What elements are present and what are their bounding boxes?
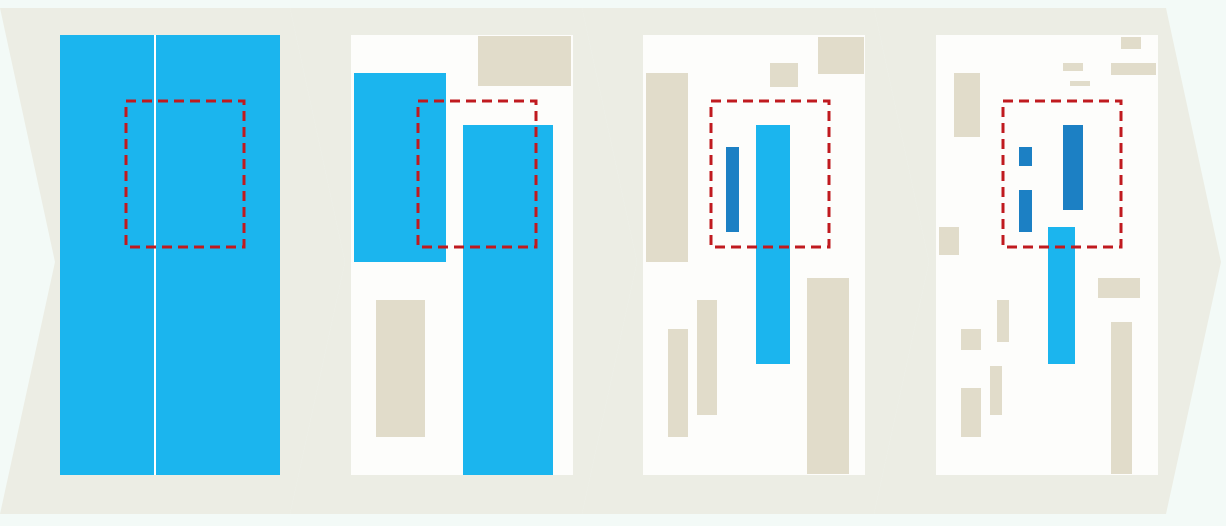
tan-block — [954, 73, 980, 137]
tan-block — [770, 63, 798, 87]
focus-box — [709, 99, 831, 249]
tan-block — [807, 278, 849, 474]
tan-block — [376, 300, 425, 437]
panel-stage-1 — [60, 35, 280, 475]
tan-block — [646, 73, 688, 262]
dark-blue-block — [1019, 190, 1032, 232]
tan-block — [1111, 63, 1156, 75]
blue-block — [463, 125, 553, 475]
full-blue-block — [60, 35, 280, 475]
tan-block — [668, 329, 688, 437]
blue-block — [756, 125, 790, 364]
panel-stage-2 — [351, 35, 573, 475]
focus-box — [416, 99, 538, 249]
tan-block — [478, 36, 571, 86]
panel-stage-3 — [643, 35, 865, 475]
dark-blue-block — [1063, 125, 1083, 210]
tan-block — [818, 37, 864, 74]
tan-block — [1063, 63, 1083, 71]
tan-block — [1098, 278, 1140, 298]
panel-stage-4 — [936, 35, 1158, 475]
tan-block — [1111, 322, 1132, 474]
focus-box — [124, 99, 246, 249]
blue-block — [1048, 227, 1075, 364]
tan-block — [961, 329, 981, 350]
dark-blue-block — [726, 147, 739, 232]
focus-box — [1001, 99, 1123, 249]
tan-block — [939, 227, 959, 255]
tan-block — [990, 366, 1002, 415]
dark-blue-block — [1019, 147, 1032, 166]
tan-block — [697, 300, 717, 415]
blue-block — [354, 73, 446, 262]
tan-block — [997, 300, 1009, 342]
tan-block — [1121, 37, 1141, 49]
tan-block — [961, 388, 981, 437]
tan-block — [1070, 81, 1090, 86]
